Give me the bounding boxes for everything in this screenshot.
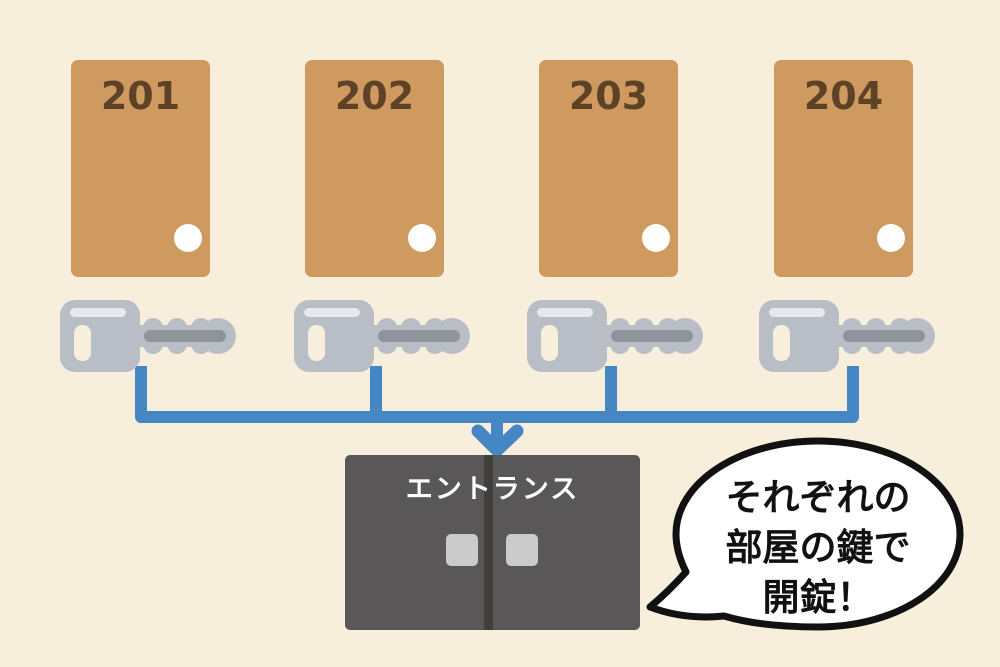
down-arrow-icon (471, 424, 524, 457)
entrance-door-divider (484, 455, 493, 630)
door-knob-icon (642, 224, 670, 252)
door-203: 203 (539, 60, 678, 277)
speech-line-2: 部屋の鍵で (725, 526, 911, 569)
speech-line-3: 開錠！ (762, 576, 874, 619)
key-icon (60, 300, 236, 372)
door-201: 201 (71, 60, 210, 277)
door-knob-icon (877, 224, 905, 252)
speech-line-1: それぞれの (725, 476, 911, 519)
entrance-handle-left (446, 534, 478, 566)
key-icon (759, 300, 935, 372)
door-number: 204 (803, 74, 884, 118)
door-number: 203 (568, 74, 649, 118)
key-icon (527, 300, 703, 372)
door-knob-icon (408, 224, 436, 252)
door-knob-icon (174, 224, 202, 252)
entrance-handle-right (506, 534, 538, 566)
door-204: 204 (774, 60, 913, 277)
door-number: 202 (334, 74, 415, 118)
door-202: 202 (305, 60, 444, 277)
speech-bubble-text: それぞれの 部屋の鍵で 開錠！ (672, 473, 964, 623)
key-icon (294, 300, 470, 372)
door-number: 201 (100, 74, 181, 118)
entrance-double-door-icon: エントランス (345, 455, 640, 630)
entrance-label: エントランス (405, 474, 580, 505)
